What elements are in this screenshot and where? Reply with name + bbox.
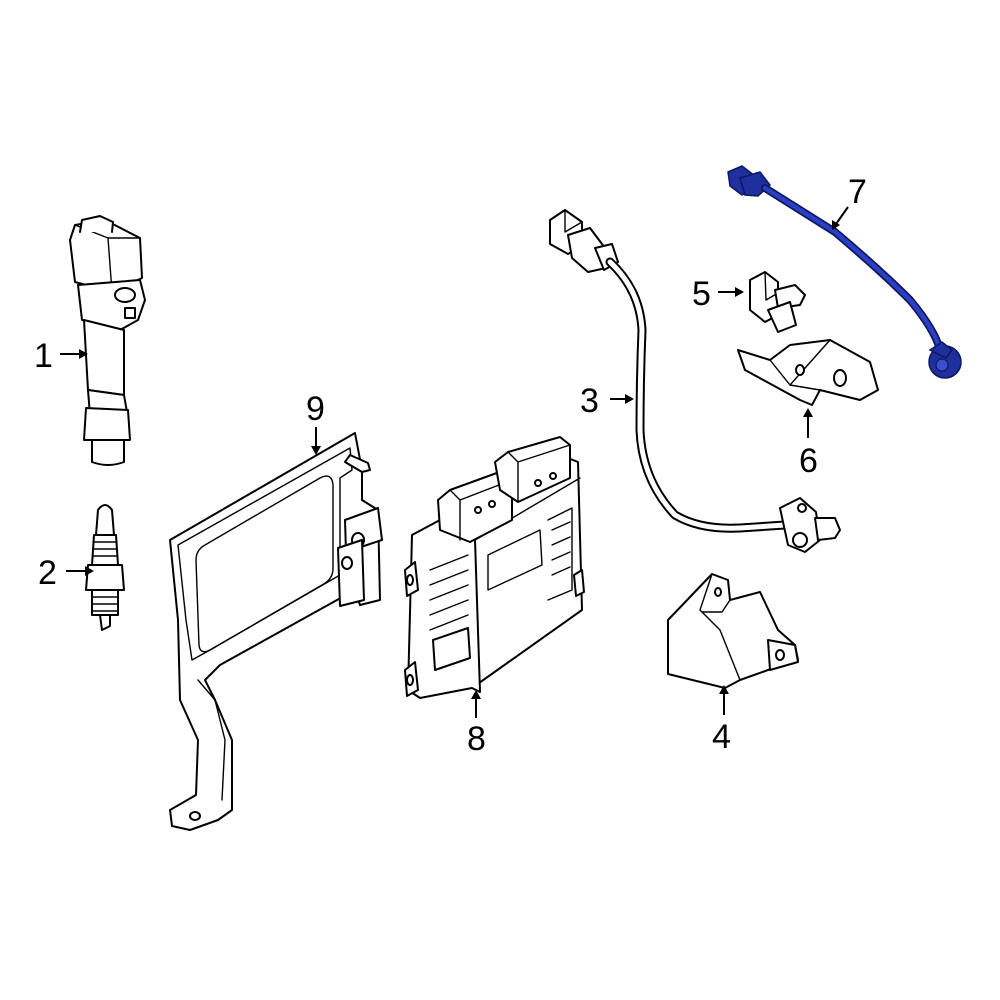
spark-plug[interactable] bbox=[85, 504, 125, 631]
sensor-bracket[interactable] bbox=[737, 339, 879, 406]
callout-1: 1 bbox=[34, 337, 53, 375]
engine-control-module[interactable] bbox=[404, 436, 585, 699]
callout-4: 4 bbox=[712, 718, 731, 756]
callout-6: 6 bbox=[799, 442, 818, 480]
knock-sensor[interactable] bbox=[727, 165, 962, 379]
callout-2: 2 bbox=[38, 554, 57, 592]
callout-9: 9 bbox=[306, 390, 325, 428]
callout-arrows bbox=[60, 206, 849, 718]
ecm-bracket[interactable] bbox=[169, 432, 383, 831]
callout-3: 3 bbox=[580, 382, 599, 420]
callout-8: 8 bbox=[467, 720, 486, 758]
ignition-coil[interactable] bbox=[69, 215, 146, 466]
camshaft-position-sensor[interactable] bbox=[749, 271, 806, 333]
callout-7: 7 bbox=[848, 173, 867, 211]
callout-5: 5 bbox=[692, 275, 711, 313]
bracket-cover[interactable] bbox=[667, 573, 799, 689]
crankshaft-position-sensor[interactable] bbox=[549, 209, 841, 553]
